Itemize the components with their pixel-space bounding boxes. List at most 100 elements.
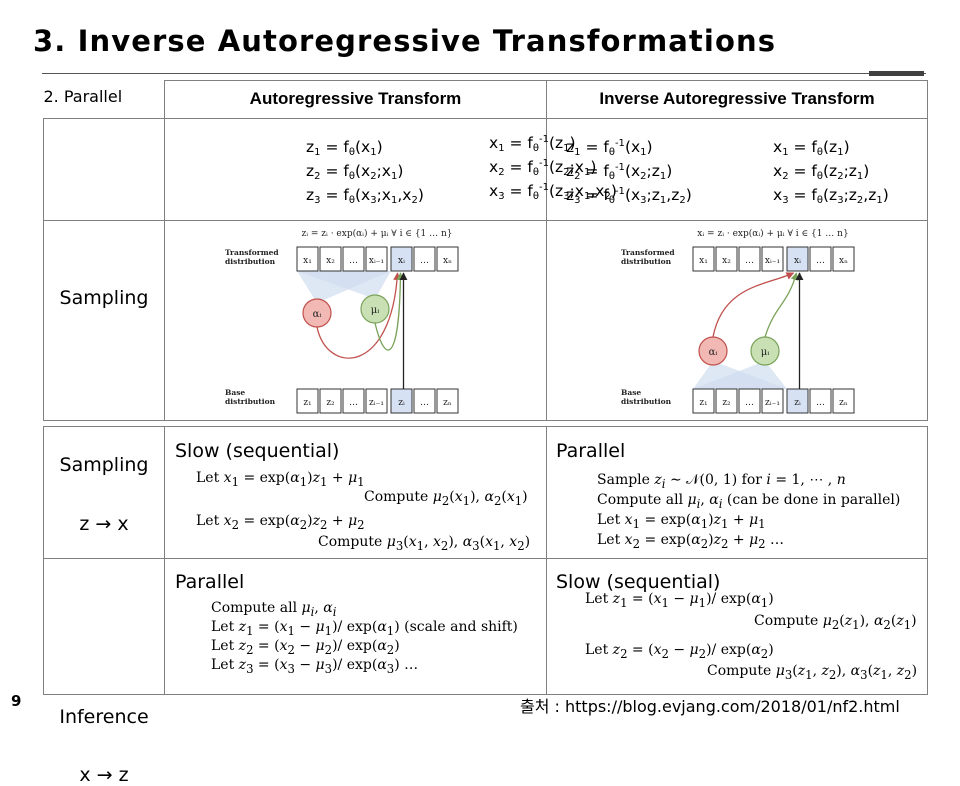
- ar-diagram-cell: zᵢ = zᵢ · exp(αᵢ) + μᵢ ∀ i ∈ {1 … n}Tran…: [164, 220, 547, 421]
- table-corner-cell: 2. Parallel: [43, 80, 165, 119]
- transformed-cell-label: xₙ: [839, 256, 848, 266]
- iar-inference-cell: Slow (sequential) Let z1 = (x1 − μ1)/ ex…: [546, 558, 928, 695]
- base-cell: [715, 388, 738, 414]
- iar-inference-step-4: Compute μ3(z1, z2), α3(z1, z2): [707, 663, 918, 682]
- iar-inverse-equations: x1 = fθ(z1) x2 = fθ(z2;z1) x3 = fθ(z3;z2…: [773, 138, 889, 206]
- transformed-cell: [390, 246, 413, 272]
- alpha-arrow: [316, 272, 401, 359]
- sampling-row-label: Sampling: [59, 454, 149, 476]
- iar-forward-equations: z1 = fθ-1(x1) z2 = fθ-1(x2;z1) z3 = fθ-1…: [566, 138, 692, 206]
- base-cell-label: z₁: [303, 398, 311, 408]
- base-cell: [832, 388, 855, 414]
- base-label: Base: [225, 388, 245, 397]
- ar-sampling-step-2: Compute μ2(x1), α2(x1): [364, 489, 528, 508]
- transformed-label: distribution: [225, 257, 276, 266]
- base-cell: [296, 388, 319, 414]
- inference-row-label: Inference: [59, 706, 149, 728]
- equations-row-label: [43, 118, 165, 221]
- base-cell: [786, 388, 809, 414]
- sampling-direction: z → x: [79, 513, 129, 535]
- ar-forward-equations: z1 = fθ(x1) z2 = fθ(x2;x1) z3 = fθ(x3;x1…: [306, 138, 424, 206]
- transformed-cell-label: xᵢ₋₁: [765, 256, 780, 266]
- base-cell: [761, 388, 784, 414]
- base-cell-label: zₙ: [839, 398, 848, 408]
- transformed-cell: [761, 246, 784, 272]
- base-cell: [365, 388, 388, 414]
- dependency-fan: [297, 271, 391, 299]
- mu-label: μᵢ: [371, 305, 380, 316]
- ar-inference-speed: Parallel: [175, 571, 245, 593]
- base-cell-label: …: [420, 398, 429, 408]
- base-label: distribution: [225, 397, 276, 406]
- ar-sampling-speed: Slow (sequential): [175, 440, 340, 462]
- transformed-cell: [715, 246, 738, 272]
- transformed-cell: [319, 246, 342, 272]
- title-underline: [42, 73, 926, 74]
- sampling-row-label: Sampling: [43, 220, 165, 421]
- base-cell: [692, 388, 715, 414]
- transformed-cell: [692, 246, 715, 272]
- transformed-label: distribution: [621, 257, 672, 266]
- transformed-cell-label: …: [816, 256, 825, 266]
- base-cell: [390, 388, 413, 414]
- transformed-cell-label: …: [745, 256, 754, 266]
- transformed-cell: [832, 246, 855, 272]
- title-underline-accent: [869, 71, 924, 76]
- iar-sampling-cell: Parallel Sample zi ∼ 𝒩(0, 1) for i = 1, …: [546, 426, 928, 559]
- ar-inference-step-1: Compute all μi, αi: [211, 600, 337, 619]
- transformed-cell: [786, 246, 809, 272]
- iar-sampling-step-3: Let x1 = exp(α1)z1 + μ1: [597, 512, 766, 531]
- source-link[interactable]: 출처 : https://blog.evjang.com/2018/01/nf2…: [520, 697, 900, 716]
- transformed-cell-label: xₙ: [443, 256, 452, 266]
- iar-inference-step-2: Compute μ2(z1), α2(z1): [754, 613, 917, 632]
- transformed-cell-label: …: [420, 256, 429, 266]
- ar-inference-step-4: Let z3 = (x3 − μ3)/ exp(α3) …: [211, 657, 419, 676]
- dependency-fan: [693, 361, 787, 389]
- iar-sampling-step-1: Sample zi ∼ 𝒩(0, 1) for i = 1, ⋯ , n: [597, 472, 846, 491]
- transformed-cell: [342, 246, 365, 272]
- base-cell: [738, 388, 761, 414]
- sampling-direction-cell: Sampling z → x: [43, 426, 165, 559]
- base-label: Base: [621, 388, 641, 397]
- transformed-cell-label: x₂: [326, 256, 335, 266]
- mu-arrow: [764, 272, 799, 338]
- header-inverse-autoregressive: Inverse Autoregressive Transform: [546, 80, 928, 119]
- base-cell-label: zₙ: [443, 398, 452, 408]
- transformed-cell: [365, 246, 388, 272]
- transform-comparison-table: 2. Parallel Autoregressive Transform Inv…: [43, 80, 928, 421]
- mu-label: μᵢ: [761, 347, 770, 358]
- ar-inference-step-3: Let z2 = (x2 − μ2)/ exp(α2): [211, 638, 400, 657]
- base-cell-label: z₂: [326, 398, 335, 408]
- transformed-cell: [809, 246, 832, 272]
- base-cell-label: zᵢ: [398, 398, 405, 408]
- base-cell-label: z₂: [722, 398, 731, 408]
- transformed-cell-label: x₂: [722, 256, 731, 266]
- header-autoregressive: Autoregressive Transform: [164, 80, 547, 119]
- alpha-arrow: [712, 272, 795, 338]
- ar-sampling-diagram: zᵢ = zᵢ · exp(αᵢ) + μᵢ ∀ i ∈ {1 … n}Tran…: [225, 228, 459, 414]
- speed-comparison-table: Sampling z → x Slow (sequential) Let x1 …: [43, 426, 928, 786]
- alpha-label: αᵢ: [313, 309, 322, 320]
- transformed-cell-label: x₁: [303, 256, 312, 266]
- ar-equations-cell: z1 = fθ(x1) z2 = fθ(x2;x1) z3 = fθ(x3;x1…: [164, 118, 617, 221]
- diagram-formula: xᵢ = zᵢ · exp(αᵢ) + μᵢ ∀ i ∈ {1 … n}: [697, 228, 848, 239]
- transformed-cell: [296, 246, 319, 272]
- base-label: distribution: [621, 397, 672, 406]
- transformed-label: Transformed: [225, 248, 279, 257]
- ar-inference-step-2: Let z1 = (x1 − μ1)/ exp(α1) (scale and s…: [211, 619, 518, 638]
- transformed-cell: [738, 246, 761, 272]
- base-cell: [809, 388, 832, 414]
- alpha-label: αᵢ: [709, 347, 718, 358]
- base-cell-label: z₁: [699, 398, 707, 408]
- iar-inference-speed: Slow (sequential): [556, 571, 721, 593]
- transformed-label: Transformed: [621, 248, 675, 257]
- base-cell-label: zᵢ₋₁: [369, 398, 384, 408]
- iar-inference-step-1: Let z1 = (x1 − μ1)/ exp(α1): [585, 591, 774, 610]
- base-cell: [413, 388, 436, 414]
- iar-sampling-speed: Parallel: [556, 440, 626, 462]
- iar-sampling-step-4: Let x2 = exp(α2)z2 + μ2 …: [597, 532, 785, 551]
- base-cell: [319, 388, 342, 414]
- iar-sampling-diagram: xᵢ = zᵢ · exp(αᵢ) + μᵢ ∀ i ∈ {1 … n} Tran…: [621, 228, 855, 414]
- transformed-cell-label: xᵢ₋₁: [369, 256, 384, 266]
- base-cell-label: …: [816, 398, 825, 408]
